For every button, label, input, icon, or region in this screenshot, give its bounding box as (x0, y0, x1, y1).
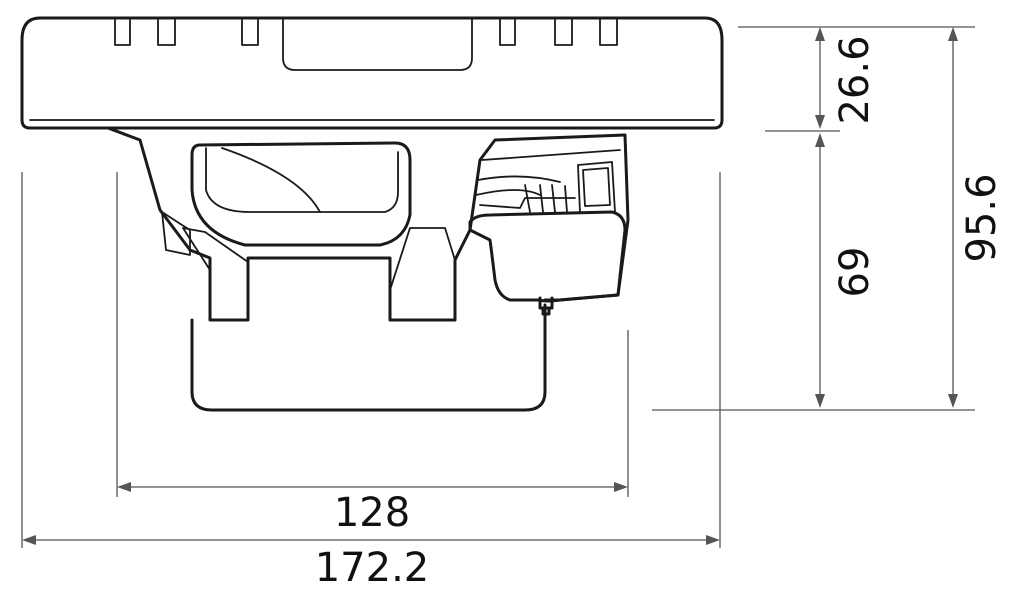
cone-edge (221, 147, 321, 213)
mounting-depth-arrow-top (815, 27, 825, 41)
basket-left-foot (182, 227, 249, 321)
mounting-depth-label: 26.6 (832, 35, 878, 124)
speaker-magnet (190, 303, 547, 412)
outer-diameter-label: 172.2 (315, 545, 430, 591)
terminal-block (468, 210, 627, 303)
total-depth-arrow-top (948, 27, 958, 41)
cutout-arrow-right (614, 482, 628, 492)
mounting-depth-arrow-bottom (815, 115, 825, 129)
body-depth-arrow-top (815, 133, 825, 147)
outer-arrow-left (22, 535, 36, 545)
grille-notches (114, 17, 618, 71)
speaker-grille (20, 16, 724, 130)
speaker-basket (106, 126, 630, 322)
basket-window-inner (205, 147, 399, 213)
dimension-vertical-group: 26.6 69 95.6 (652, 26, 1005, 411)
outer-arrow-right (706, 535, 720, 545)
terminal-pins (524, 184, 568, 213)
basket-left-leg (161, 211, 191, 256)
cutout-diameter-label: 128 (334, 490, 410, 536)
terminal-connector (577, 161, 616, 214)
total-depth-label: 95.6 (959, 173, 1005, 262)
cutout-arrow-left (117, 482, 131, 492)
total-depth-arrow-bottom (948, 394, 958, 408)
terminal-wires (475, 149, 621, 209)
dimension-cutout-group: 128 (116, 172, 629, 536)
speaker-side-view (20, 16, 724, 412)
body-depth-arrow-bottom (815, 394, 825, 408)
body-depth-label: 69 (832, 247, 878, 298)
dimension-outer-group: 172.2 (21, 172, 721, 591)
basket-center-foot (389, 227, 456, 321)
basket-window (190, 141, 412, 247)
